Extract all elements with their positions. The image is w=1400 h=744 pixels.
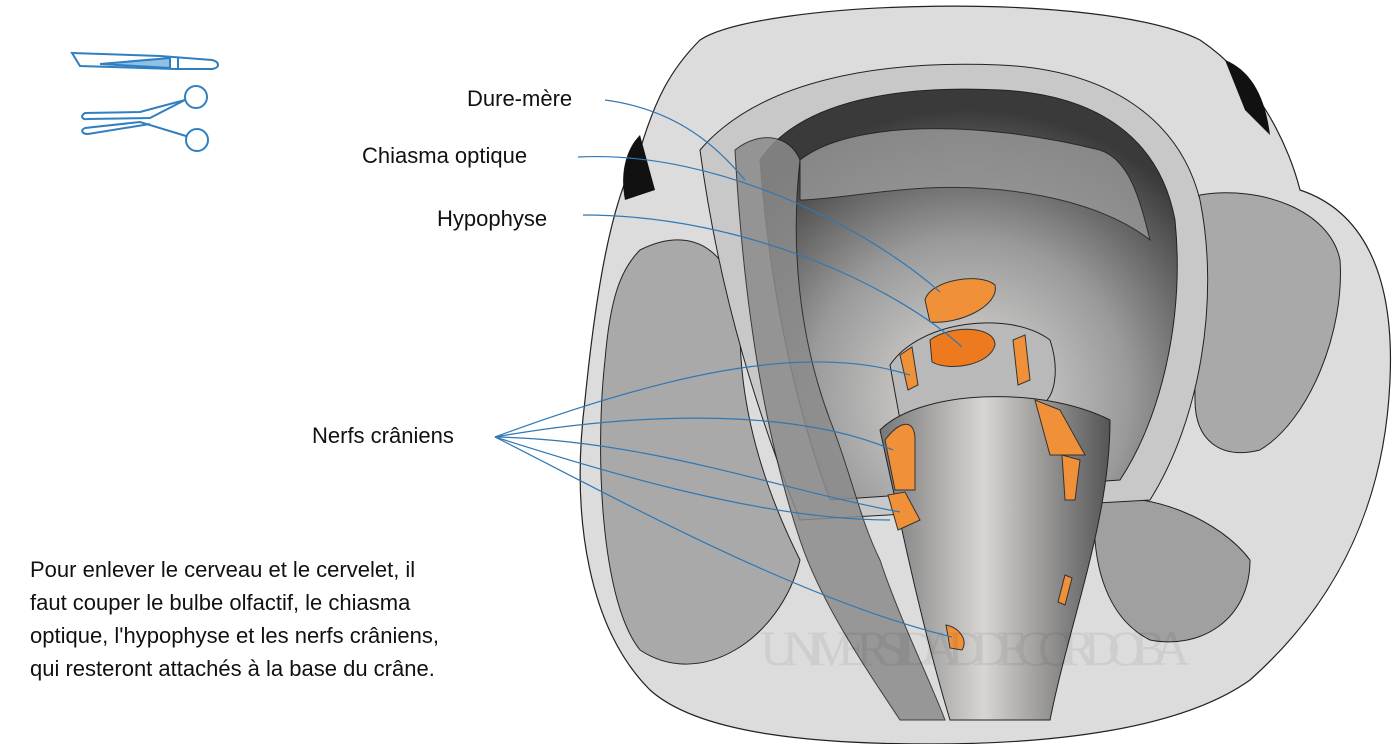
leader-nerve-3 (494, 436, 901, 513)
scissors-icon (81, 85, 209, 152)
leader-lines (494, 99, 963, 638)
forceps-icon (70, 51, 219, 70)
cranial-nerve-7 (1057, 574, 1073, 606)
instructions-line: Pour enlever le cerveau et le cervelet, … (30, 557, 416, 582)
skull-lower-right (1093, 497, 1251, 643)
orbit-left (623, 135, 655, 200)
leader-hypophysis (582, 214, 963, 348)
instructions-line: qui resteront attachés à la base du crân… (30, 656, 435, 681)
instructions-line: faut couper le bulbe olfactif, le chiasm… (30, 590, 411, 615)
label-cranial-nerves: Nerfs crâniens (312, 423, 454, 448)
label-dura-mater: Dure-mère (467, 86, 573, 111)
optic-chiasma (924, 278, 996, 323)
orbit-right (1225, 60, 1270, 135)
cranial-nerve-3 (884, 423, 916, 491)
leader-nerve-1 (494, 361, 911, 438)
leader-nerve-5 (494, 436, 953, 638)
leader-dura (604, 99, 746, 181)
cranial-nerve-8 (945, 624, 965, 651)
leader-chiasma (577, 155, 941, 293)
dura-mater (734, 137, 946, 721)
dura-mater-top (799, 128, 1151, 242)
brainstem (879, 396, 1111, 721)
instructions-line: optique, l'hypophyse et les nerfs crânie… (30, 623, 439, 648)
instructions-text: Pour enlever le cerveau et le cervelet, … (30, 553, 550, 685)
watermark: UNIVERSIDAD DE CORDOBA (760, 620, 1190, 676)
cranial-nerve-6 (887, 491, 921, 531)
label-optic-chiasma: Chiasma optique (362, 143, 528, 168)
leader-nerve-4 (494, 436, 891, 521)
cranial-nerve-4 (1034, 399, 1086, 456)
hypophysis (929, 328, 996, 368)
cranial-nerve-2 (1012, 334, 1031, 386)
leader-nerve-2 (494, 417, 894, 451)
cranial-nerve-5 (1061, 454, 1081, 501)
label-hypophysis: Hypophyse (437, 206, 548, 231)
cranial-nerve-1 (899, 346, 919, 391)
